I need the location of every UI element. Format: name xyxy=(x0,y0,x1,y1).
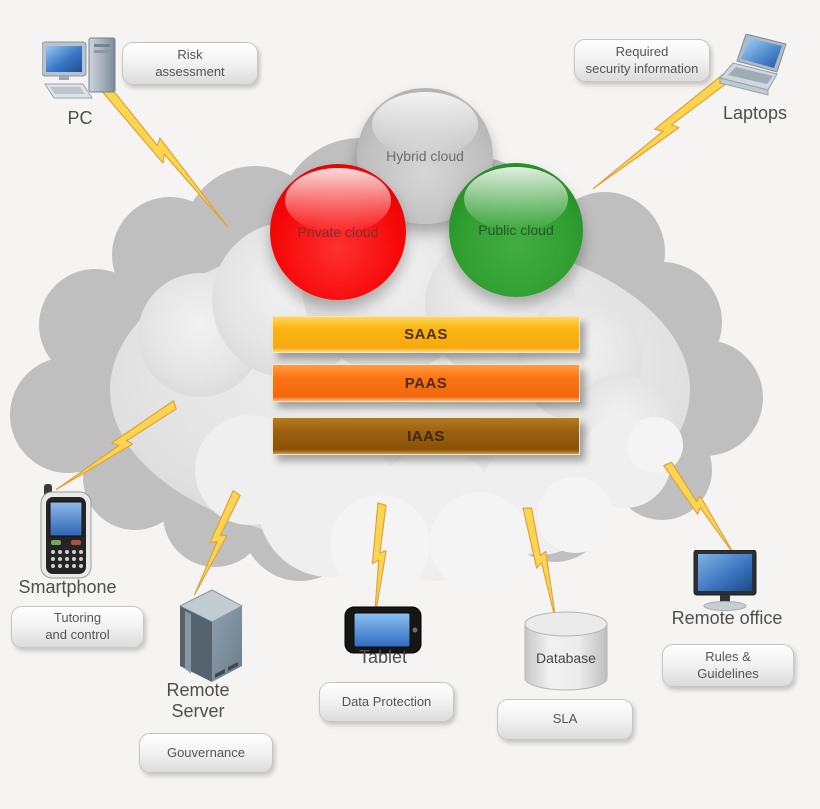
paas-label: PAAS xyxy=(404,374,448,392)
paas-layer-bar: PAAS xyxy=(272,364,580,402)
tablet-icon xyxy=(344,606,422,654)
rules-guidelines-note: Rules & Guidelines xyxy=(662,644,794,687)
required-security-information-note: Required security information xyxy=(574,39,710,82)
saas-label: SAAS xyxy=(404,326,448,343)
laptops-label: Laptops xyxy=(722,103,788,123)
risk-assessment-note: Risk assessment xyxy=(122,42,258,85)
gouvernance-note: Gouvernance xyxy=(139,733,273,773)
data-protection-note: Data Protection xyxy=(319,682,454,722)
tutoring-and-control-note: Tutoring and control xyxy=(11,606,144,648)
laptop-icon xyxy=(719,34,787,96)
tablet-label: Tablet xyxy=(358,647,408,667)
monitor-icon xyxy=(693,550,757,611)
pc-label: PC xyxy=(67,108,93,128)
lightning-bolt-remote-office xyxy=(660,460,744,559)
lightning-bolt-tablet xyxy=(371,503,386,622)
hybrid-cloud-label: Hybrid cloud xyxy=(386,148,464,164)
lightning-bolt-laptops xyxy=(591,70,730,198)
database-label: Database xyxy=(536,650,596,666)
remote-server-label: Remote Server xyxy=(166,680,230,721)
lightning-bolt-pc xyxy=(98,84,236,229)
lightning-bolt-smartphone xyxy=(55,397,179,498)
iaas-label: IAAS xyxy=(407,427,445,445)
private-cloud-label: Private cloud xyxy=(297,224,379,240)
sla-note: SLA xyxy=(497,699,633,740)
database-cylinder-icon xyxy=(524,611,608,691)
private-cloud-circle: Private cloud xyxy=(270,164,406,300)
lightning-bolt-database xyxy=(519,506,567,625)
iaas-layer-bar: IAAS xyxy=(272,417,580,455)
desktop-computer-icon xyxy=(42,37,116,99)
public-cloud-circle: Public cloud xyxy=(449,163,583,297)
server-tower-icon xyxy=(178,589,244,682)
remote-office-label: Remote office xyxy=(671,608,783,628)
saas-layer-bar: SAAS xyxy=(272,316,580,353)
public-cloud-label: Public cloud xyxy=(478,222,554,238)
smartphone-label: Smartphone xyxy=(18,577,117,597)
lightning-bolt-remote-server xyxy=(192,489,242,598)
smartphone-icon xyxy=(40,484,92,579)
